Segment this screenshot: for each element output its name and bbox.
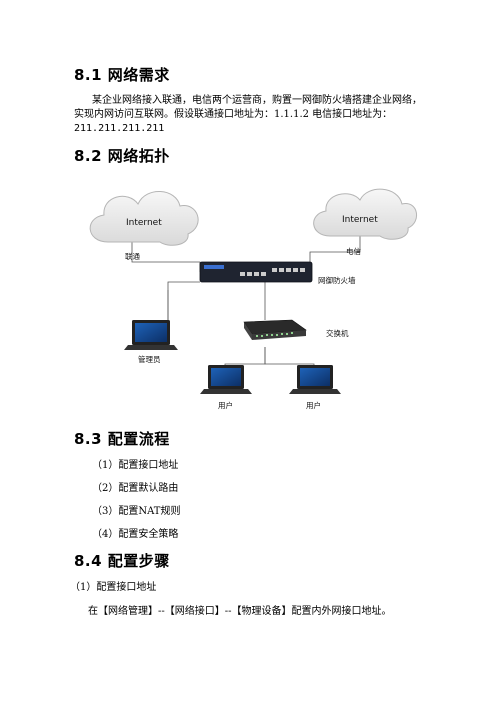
section-title-8-2: 8.2 网络拓扑 bbox=[74, 147, 170, 165]
switch-device-icon bbox=[243, 319, 307, 340]
firewall-device-icon bbox=[199, 261, 313, 283]
cloud-icon bbox=[89, 191, 199, 246]
user-label-2: 用户 bbox=[306, 400, 321, 410]
list-item: （1）配置接口地址 bbox=[92, 460, 179, 471]
cloud-icon bbox=[313, 188, 417, 240]
laptop-icon bbox=[124, 320, 178, 350]
network-topology-diagram: Internet Internet 联通 电信 网御防火墙 交换机 bbox=[89, 188, 417, 410]
isp-label-right: 电信 bbox=[346, 246, 361, 256]
laptop-icon bbox=[289, 365, 341, 394]
section-title-8-1: 8.1 网络需求 bbox=[74, 66, 170, 84]
cloud-label-right: Internet bbox=[342, 215, 378, 225]
paragraph-line-2: 实现内网访问互联网。假设联通接口地址为：1.1.1.2 电信接口地址为： bbox=[74, 109, 393, 120]
firewall-label: 网御防火墙 bbox=[318, 275, 356, 285]
list-item: （4）配置安全策略 bbox=[92, 529, 179, 540]
isp-label-left: 联通 bbox=[125, 251, 140, 261]
admin-label: 管理员 bbox=[138, 354, 161, 364]
list-item: （3）配置NAT规则 bbox=[92, 506, 181, 517]
user-label-1: 用户 bbox=[218, 400, 233, 410]
section-title-8-4: 8.4 配置步骤 bbox=[74, 552, 170, 570]
list-item: （2）配置默认路由 bbox=[92, 483, 179, 494]
switch-label: 交换机 bbox=[326, 328, 349, 338]
paragraph-line-3: 211.211.211.211 bbox=[74, 123, 165, 134]
section-title-8-3: 8.3 配置流程 bbox=[74, 430, 170, 448]
laptop-icon bbox=[200, 365, 252, 394]
cloud-label-left: Internet bbox=[126, 218, 162, 228]
paragraph-line-1: 某企业网络接入联通，电信两个运营商，购置一网御防火墙搭建企业网络， bbox=[92, 95, 422, 106]
step-heading: （1）配置接口地址 bbox=[70, 582, 157, 593]
instruction-text: 在【网络管理】--【网络接口】--【物理设备】配置内外网接口地址。 bbox=[88, 606, 392, 617]
